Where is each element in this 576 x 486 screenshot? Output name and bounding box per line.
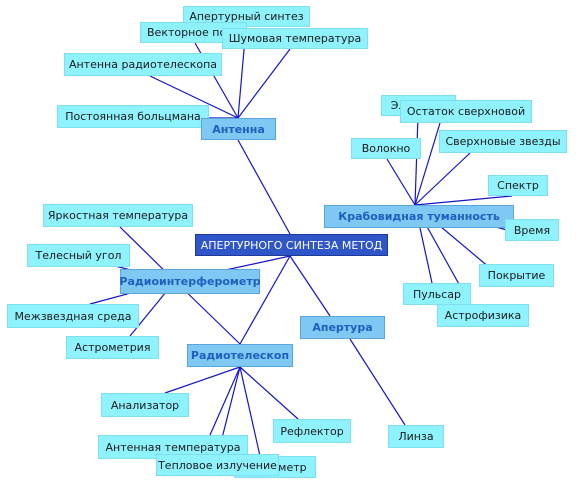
node-noise-temperature[interactable]: Шумовая температура [222,28,368,49]
node-aperture-synthesis[interactable]: Апертурный синтез [183,6,310,27]
connector-line [164,366,241,394]
node-supernova-remnant[interactable]: Остаток сверхновой [400,100,532,123]
node-spectrum[interactable]: Спектр [488,175,548,196]
connector-line [149,75,239,119]
connector-line [237,139,291,235]
node-fiber[interactable]: Волокно [351,138,421,159]
connector-line [414,122,441,206]
node-radio-telescope-antenna[interactable]: Антенна радиотелескопа [64,53,222,76]
node-time[interactable]: Время [505,219,559,241]
node-radio-telescope[interactable]: Радиотелескоп [187,344,293,367]
node-vector-field[interactable]: Векторное поле [140,22,247,43]
node-lens[interactable]: Линза [388,425,444,448]
node-pulsar[interactable]: Пульсар [403,283,471,305]
connector-line [239,366,299,420]
node-aperture[interactable]: Апертура [300,316,385,339]
node-solid-angle[interactable]: Телесный угол [27,244,130,267]
node-boltzmann-constant[interactable]: Постоянная больцмана [57,105,209,128]
node-brightness-temperature[interactable]: Яркостная температура [43,204,193,227]
node-interstellar-medium[interactable]: Межзвездная среда [7,304,139,328]
node-astrophysics[interactable]: Астрофизика [437,304,529,327]
connector-line [237,48,291,119]
connector-line [414,152,471,206]
node-astrometry[interactable]: Астрометрия [66,336,159,359]
connector-line [239,366,261,457]
node-radio-interferometer[interactable]: Радиоинтерферометр [119,269,261,294]
node-crab-nebula[interactable]: Крабовидная туманность [324,205,514,228]
connector-line [289,255,331,317]
connector-line [349,338,406,426]
node-thermal-radiation[interactable]: Тепловое излучение [156,454,279,476]
connector-line [239,255,291,345]
node-analyzer[interactable]: Анализатор [101,393,189,417]
connector-line [414,115,419,206]
node-coating[interactable]: Покрытие [479,264,554,287]
node-root-aperture-synthesis-method[interactable]: АПЕРТУРНОГО СИНТЕЗА МЕТОД [195,234,388,256]
node-antenna[interactable]: Антенна [201,118,276,140]
node-reflector[interactable]: Рефлектор [273,419,351,443]
node-supernovae[interactable]: Сверхновые звезды [439,130,567,153]
connector-line [386,158,416,206]
connector-line [414,195,513,206]
connector-line [209,366,241,436]
